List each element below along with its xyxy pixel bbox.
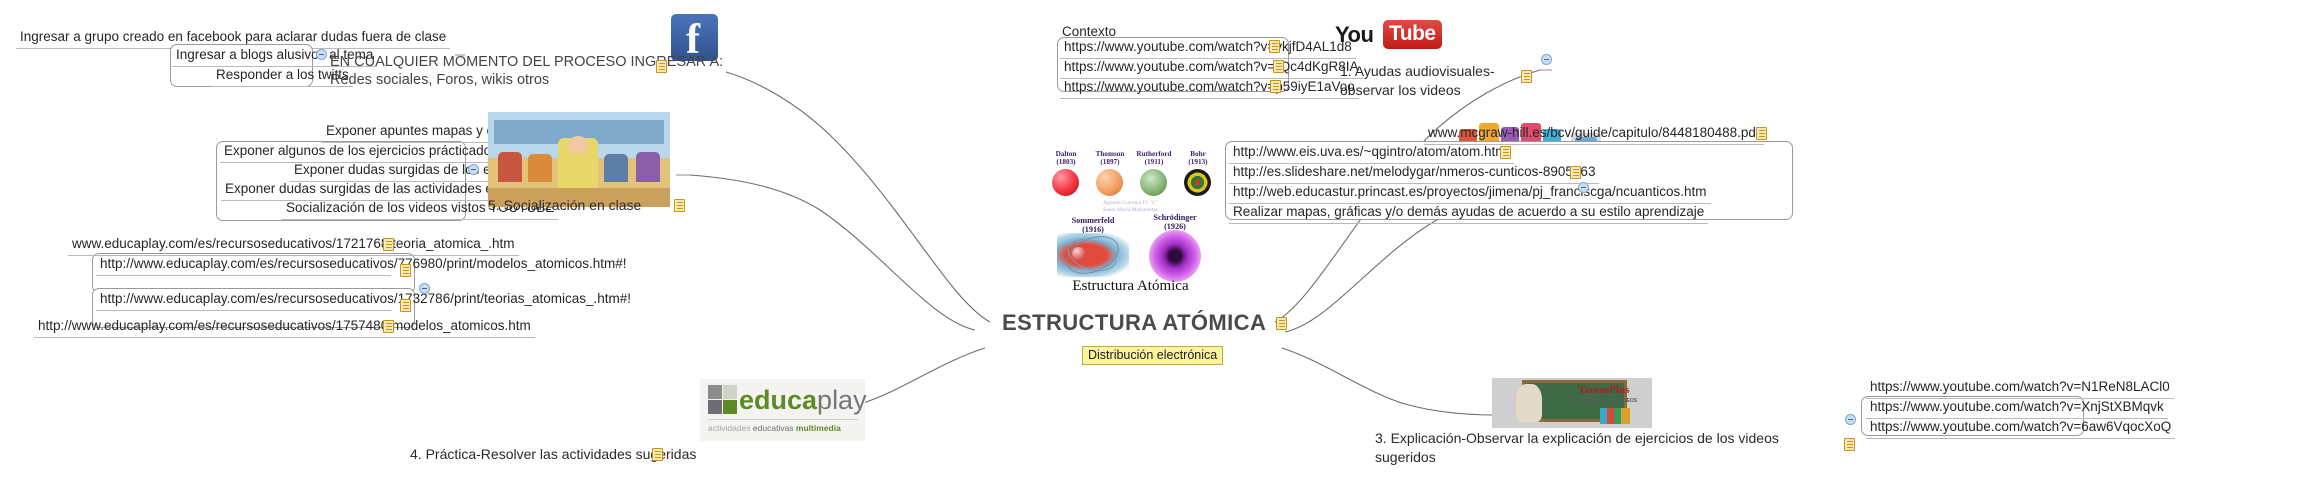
list-item-ayudas-0[interactable]: https://www.youtube.com/watch?v=vkjfD4AL…: [1060, 37, 1356, 59]
list-item-ayudas-1[interactable]: https://www.youtube.com/watch?v=-Qc4dKgR…: [1060, 57, 1363, 79]
tareasplus-tagline: APRENDE CON VIDEOS: [1580, 398, 1638, 404]
ayudas-label-line2: observar los videos: [1340, 82, 1461, 98]
youtube-logo: You Tube: [1335, 18, 1442, 52]
note-icon-practica-1[interactable]: [400, 264, 411, 277]
atom-models-figure: Dalton (1803) Thomson (1897) Rutherford …: [1043, 150, 1218, 295]
note-icon-explicacion[interactable]: [1844, 438, 1855, 451]
collapse-handle-explicacion[interactable]: [1845, 414, 1856, 425]
collapse-handle-social[interactable]: [316, 49, 327, 60]
list-item-socializacion-0[interactable]: Exponer apuntes mapas y demás: [322, 121, 532, 143]
tareasplus-name: TareasPlus: [1578, 384, 1630, 396]
list-item-documentacion-3[interactable]: http://web.educastur.princast.es/proyect…: [1229, 182, 1711, 204]
list-item-explicacion-2[interactable]: https://www.youtube.com/watch?v=6aw6Vqoc…: [1866, 417, 2176, 439]
collapse-handle-practica[interactable]: [419, 283, 430, 294]
list-item-documentacion-2[interactable]: http://es.slideshare.net/melodygar/nmero…: [1229, 162, 1600, 184]
list-item-explicacion-1[interactable]: https://www.youtube.com/watch?v=XnjStXBM…: [1866, 397, 2168, 419]
page-title: ESTRUCTURA ATÓMICA: [1002, 310, 1267, 335]
atom-figure-caption: Estructura Atómica: [1072, 278, 1189, 294]
note-icon-practica-2[interactable]: [400, 299, 411, 312]
group-box-explicacion: [1861, 396, 2084, 436]
explicacion-label-line2: sugeridos: [1375, 449, 1436, 465]
youtube-word-tube: Tube: [1389, 22, 1436, 45]
model-name-3: Bohr: [1190, 150, 1206, 158]
model-year-4: (1916): [1082, 225, 1104, 234]
note-icon-social[interactable]: [656, 60, 667, 73]
model-year-1: (1897): [1100, 158, 1120, 166]
model-name-2: Rutherford: [1136, 150, 1172, 158]
youtube-word-you: You: [1335, 22, 1374, 47]
group-box-practica-b: [92, 288, 415, 328]
note-icon-ayudas[interactable]: [1521, 70, 1532, 83]
note-icon-doc-0[interactable]: [1756, 127, 1767, 140]
educaplay-sub-2: educativas: [752, 423, 794, 433]
list-item-documentacion-1[interactable]: http://www.eis.uva.es/~qgintro/atom/atom…: [1229, 142, 1514, 164]
model-name-0: Dalton: [1055, 150, 1077, 158]
model-name-5: Schrödinger: [1153, 213, 1197, 222]
educaplay-word-a: educa: [739, 385, 818, 415]
educaplay-word-b: play: [817, 385, 867, 415]
group-box-ayudas: [1057, 37, 1289, 92]
model-year-0: (1803): [1056, 158, 1076, 166]
model-name-4: Sommerfeld: [1071, 216, 1115, 225]
collapse-handle-ayudas[interactable]: [1541, 54, 1552, 65]
note-icon-doc-1[interactable]: [1500, 146, 1511, 159]
explicacion-label-line1: 3. Explicación-Observar la explicación d…: [1375, 430, 1779, 446]
list-item-practica-0[interactable]: www.educaplay.com/es/recursoseducativos/…: [68, 234, 519, 256]
model-name-1: Thomson: [1095, 150, 1125, 158]
list-item-practica-3[interactable]: http://www.educaplay.com/es/recursoseduc…: [34, 316, 535, 338]
social-heading-line2: Redes sociales, Foros, wikis otros: [330, 72, 550, 88]
note-icon-ayudas-0[interactable]: [1269, 40, 1280, 53]
educaplay-logo: educaplay actividades educativas multime…: [700, 379, 867, 441]
status-badge-distribucion[interactable]: Distribución electrónica: [1082, 346, 1224, 365]
facebook-logo-icon: f: [671, 14, 718, 61]
collapse-handle-documentacion[interactable]: [1578, 182, 1589, 193]
list-item-ayudas-2[interactable]: https://www.youtube.com/watch?v=p59iyE1a…: [1060, 77, 1359, 99]
note-icon-practica-0[interactable]: [383, 238, 394, 251]
model-year-5: (1926): [1164, 222, 1186, 231]
note-icon-practica-label[interactable]: [652, 448, 663, 461]
list-item-socializacion-4[interactable]: Socialización de los videos vistos YOUTU…: [282, 198, 559, 220]
list-item-explicacion-0[interactable]: https://www.youtube.com/watch?v=N1ReN8LA…: [1866, 377, 2174, 399]
educaplay-sub-1: actividades: [708, 423, 751, 433]
note-icon-socializacion[interactable]: [674, 199, 685, 212]
list-item-practica-2[interactable]: http://www.educaplay.com/es/recursoseduc…: [96, 289, 631, 311]
social-heading-line1: EN CUALQUIER MOMENTO DEL PROCESO INGRESA…: [330, 54, 724, 70]
list-item-documentacion-0[interactable]: www.mcgraw-hill.es/bcv/guide/capitulo/84…: [1424, 123, 1764, 145]
educaplay-sub-3: multimedia: [795, 423, 841, 433]
group-box-social: [170, 44, 313, 87]
practica-label: 4. Práctica-Resolver las actividades sug…: [410, 446, 697, 462]
facebook-f-glyph: f: [686, 17, 700, 63]
model-year-2: (1911): [1144, 158, 1164, 166]
note-icon-ayudas-1[interactable]: [1273, 60, 1284, 73]
model-year-3: (1913): [1188, 158, 1208, 166]
socializacion-label: 5. Socialización en clase: [488, 197, 642, 213]
figure-credit-line-1: Agustín Guevara IV "C": [1103, 200, 1158, 206]
note-icon-ayudas-2[interactable]: [1270, 80, 1281, 93]
figure-credit-line-2: Santa María Marianistas: [1103, 207, 1158, 213]
note-icon-practica-3[interactable]: [383, 320, 394, 333]
classroom-photo: [488, 112, 670, 207]
note-icon-central[interactable]: [1276, 317, 1287, 330]
tareasplus-image: TareasPlus APRENDE CON VIDEOS: [1492, 378, 1652, 428]
list-item-social-2[interactable]: Responder a los twitts: [212, 65, 353, 87]
list-item-practica-1[interactable]: http://www.educaplay.com/es/recursoseduc…: [96, 254, 627, 276]
list-item-documentacion-4[interactable]: Realizar mapas, gráficas y/o demás ayuda…: [1229, 202, 1709, 224]
note-icon-doc-2[interactable]: [1570, 166, 1581, 179]
ayudas-label-line1: 1. Ayudas audiovisuales-: [1340, 63, 1495, 79]
collapse-handle-socializacion[interactable]: [468, 164, 479, 175]
